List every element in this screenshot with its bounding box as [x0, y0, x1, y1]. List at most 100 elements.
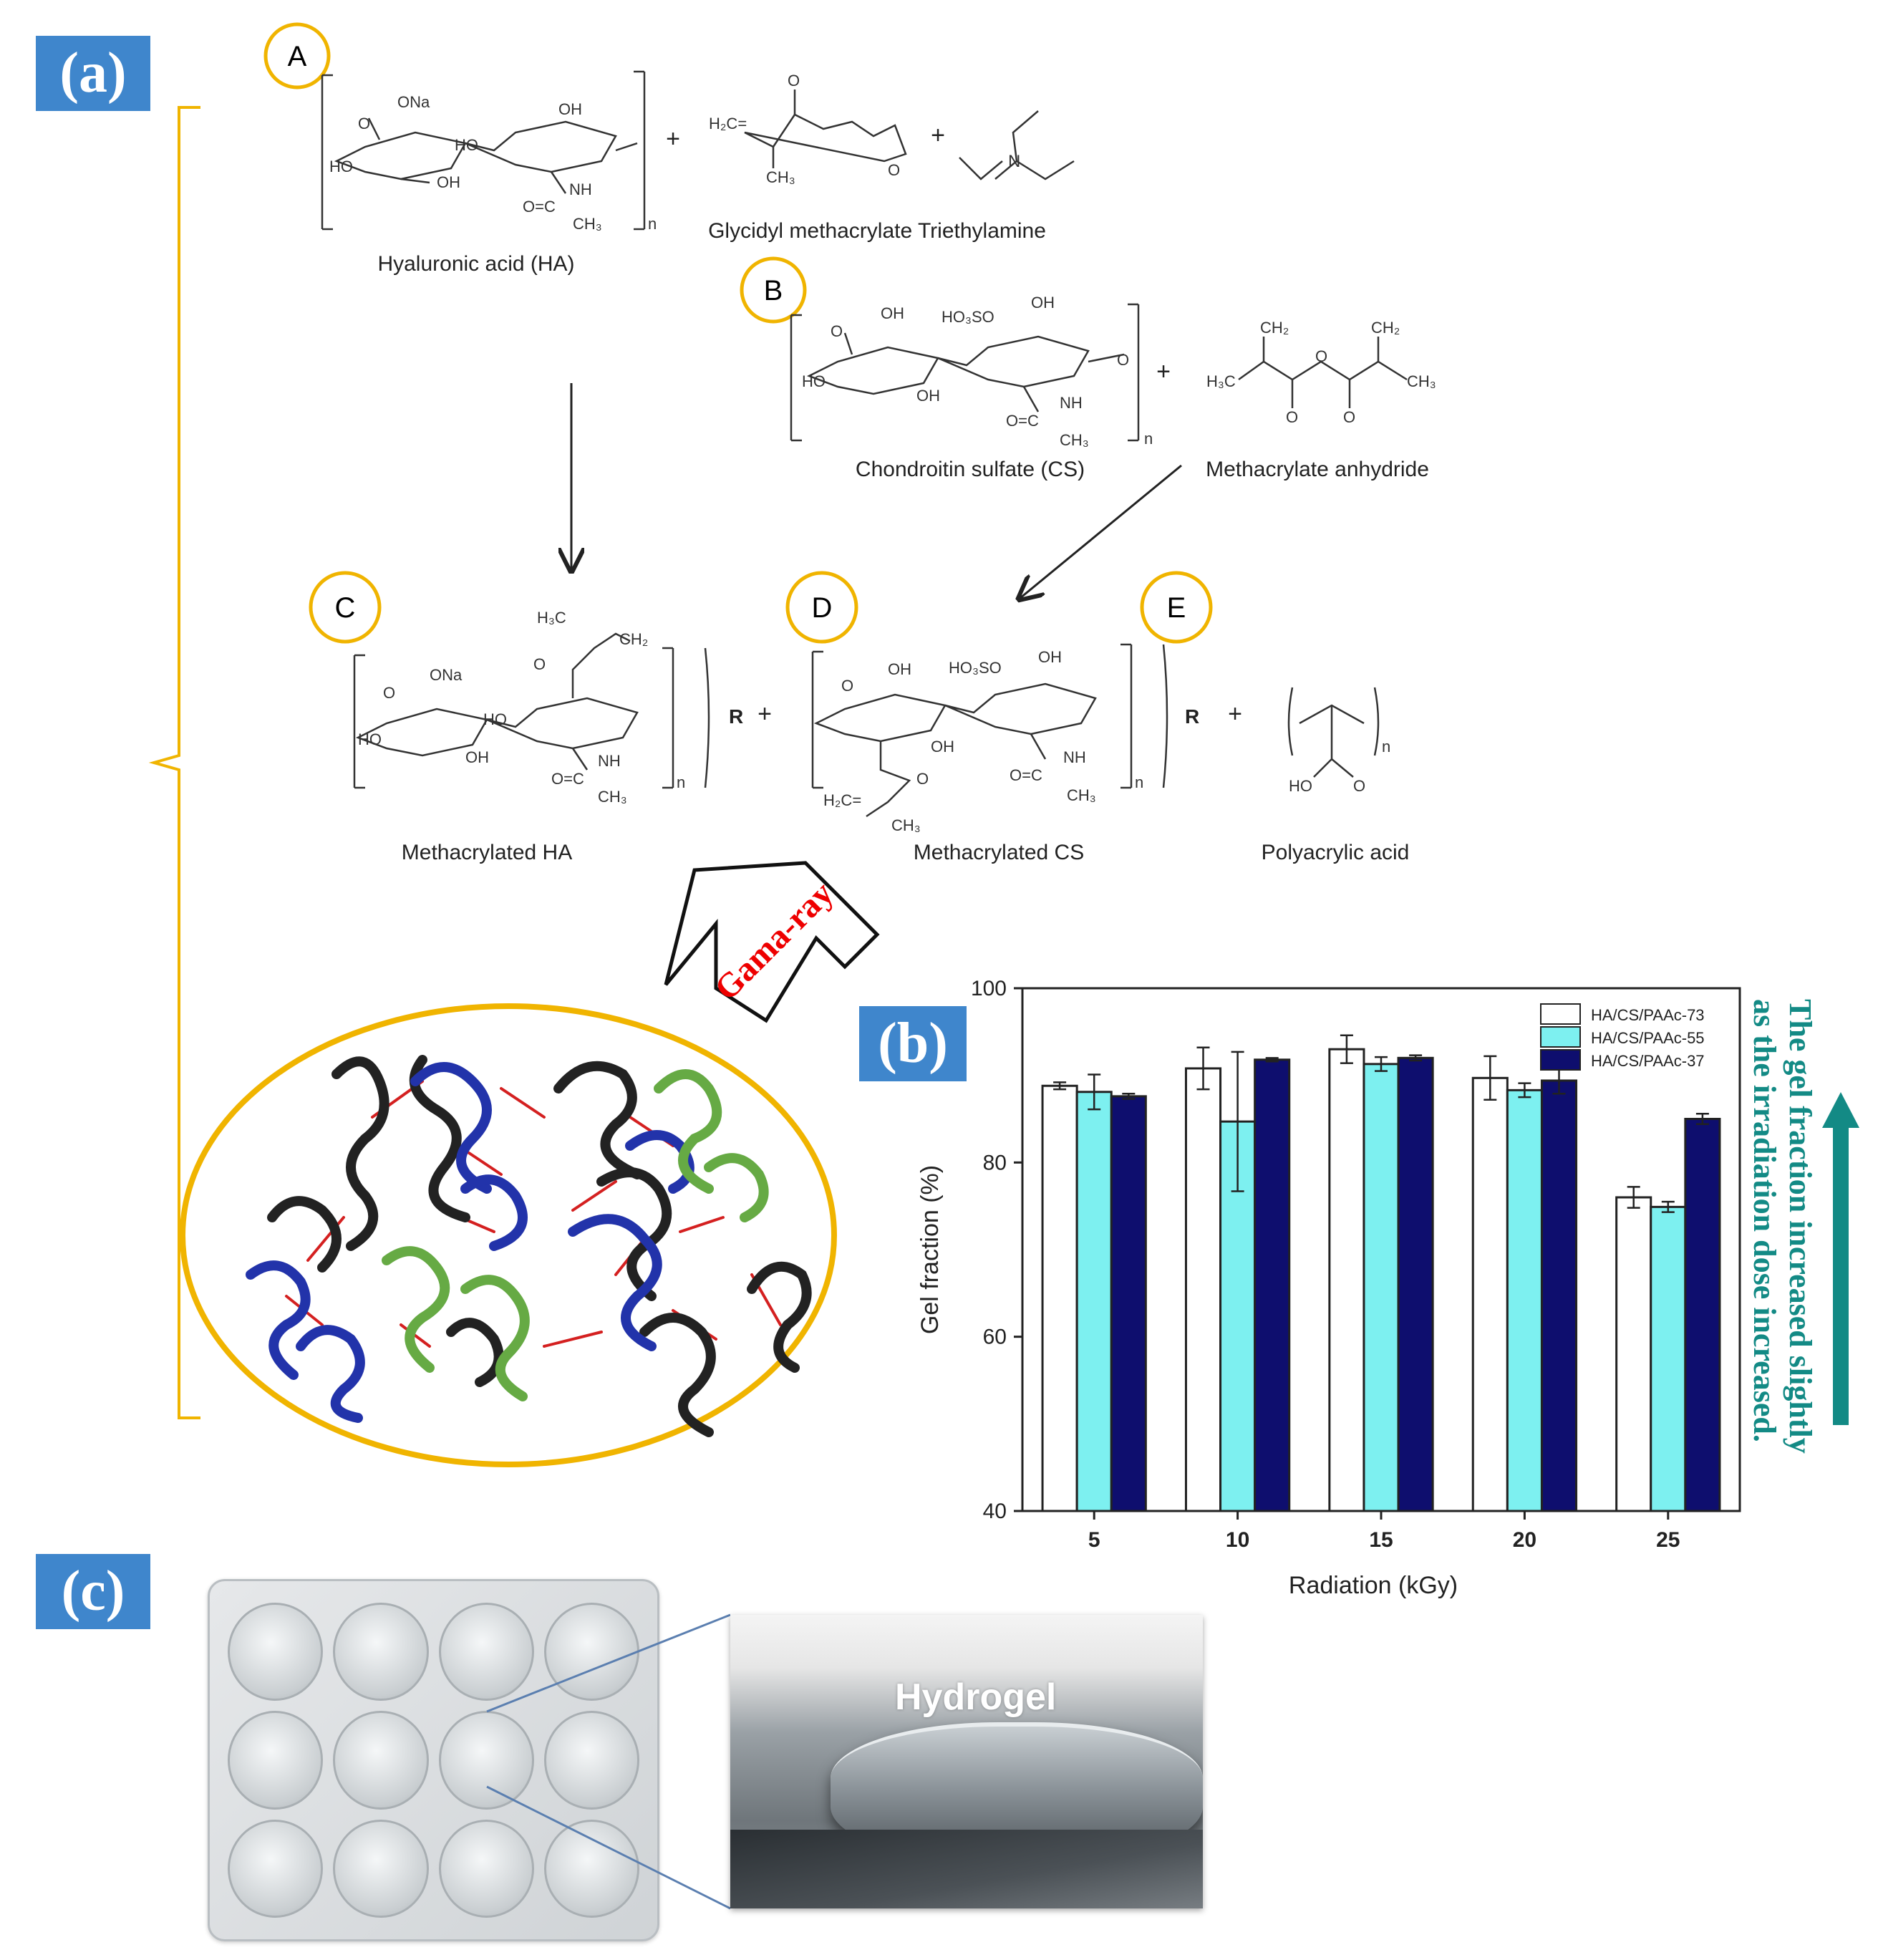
scheme-bracket — [148, 106, 200, 1419]
panel-label-c: (c) — [36, 1554, 150, 1629]
atom-label: O — [1353, 777, 1365, 795]
atom-label: O — [888, 161, 900, 179]
atom-label: HO — [483, 710, 507, 728]
atom-label: O — [841, 677, 853, 695]
hydrogel-closeup-photo: Hydrogel — [730, 1615, 1203, 1908]
atom-label: n — [1135, 773, 1143, 791]
atom-label: HO — [802, 372, 826, 390]
atom-label: NH — [1063, 748, 1086, 766]
anhydride-label: Methacrylate anhydride — [1206, 458, 1429, 481]
atom-label: HO₃SO — [949, 659, 1002, 677]
well — [543, 1711, 639, 1810]
atom-label: CH₃ — [1407, 372, 1436, 390]
atom-label: HO — [455, 136, 478, 154]
well — [228, 1711, 324, 1810]
atom-label: O — [533, 655, 546, 673]
marker-c: C — [309, 571, 382, 644]
svg-text:A: A — [288, 41, 307, 72]
atom-label: OH — [1038, 648, 1062, 666]
atom-label: H₃C — [537, 609, 566, 627]
atom-label: OH — [916, 387, 940, 405]
cs-label: Chondroitin sulfate (CS) — [856, 458, 1085, 481]
atom-label: CH₂ — [1260, 319, 1289, 337]
atom-label: O — [383, 684, 395, 702]
hydrogel-label: Hydrogel — [895, 1676, 1057, 1718]
reaction-arrow — [1020, 464, 1182, 598]
methacrylated-cs-structure — [811, 643, 1168, 818]
atom-label: R — [1185, 705, 1199, 728]
atom-label: HO — [358, 730, 382, 748]
atom-label: R — [729, 705, 743, 728]
atom-label: HO — [1289, 777, 1312, 795]
paa-structure — [1287, 687, 1380, 778]
gma-structure — [744, 90, 907, 168]
ha-label: Hyaluronic acid (HA) — [377, 252, 574, 276]
atom-label: O — [1315, 347, 1327, 365]
well — [543, 1819, 639, 1918]
ha-structure — [321, 70, 646, 231]
atom-label: H₃C — [1206, 372, 1236, 390]
well-plate-photo — [208, 1579, 659, 1941]
atom-label: O — [1286, 408, 1298, 426]
atom-label: OH — [931, 738, 954, 755]
atom-label: OH — [888, 660, 911, 678]
atom-label: CH₃ — [573, 215, 602, 233]
polymer-network — [246, 1055, 812, 1437]
atom-label: n — [1382, 738, 1390, 755]
atom-label: n — [648, 215, 657, 233]
atom-label: ONa — [397, 93, 430, 111]
atom-label: ONa — [430, 666, 463, 684]
atom-label: OH — [881, 304, 904, 322]
atom-label: O=C — [551, 770, 584, 788]
atom-label: H₂C= — [823, 791, 861, 809]
marker-a: A — [263, 22, 331, 90]
atom-label: HO₃SO — [942, 308, 994, 326]
methacrylated-ha-structure — [353, 632, 710, 789]
atom-label: O=C — [523, 198, 556, 216]
svg-text:B: B — [764, 275, 783, 306]
atom-label: CH₃ — [1060, 431, 1089, 449]
atom-label: NH — [1060, 394, 1083, 412]
well — [438, 1603, 534, 1701]
atom-label: CH₃ — [891, 816, 921, 834]
atom-label: OH — [437, 173, 460, 191]
atom-label: O — [916, 770, 929, 788]
gamma-ray-arrow — [664, 861, 880, 1023]
plus-sign: + — [758, 700, 772, 728]
atom-label: NH — [569, 180, 592, 198]
atom-label: n — [1144, 430, 1153, 448]
atom-label: OH — [558, 100, 582, 118]
atom-label: O — [788, 72, 800, 90]
marker-d: D — [785, 571, 858, 644]
plus-sign: + — [1228, 700, 1242, 728]
well — [333, 1819, 429, 1918]
plus-sign: + — [666, 125, 680, 153]
atom-label: CH₂ — [1371, 319, 1400, 337]
atom-label: O — [358, 115, 370, 132]
atom-label: NH — [598, 752, 621, 770]
svg-text:C: C — [335, 592, 356, 624]
atom-label: CH₂ — [619, 630, 648, 648]
atom-label: HO — [329, 158, 353, 175]
well — [333, 1603, 429, 1701]
atom-label: O=C — [1010, 766, 1042, 784]
atom-label: OH — [1031, 294, 1055, 312]
svg-text:E: E — [1167, 592, 1186, 624]
methacrylated-ha-label: Methacrylated HA — [402, 841, 572, 864]
gma-tea-label: Glycidyl methacrylate Triethylamine — [708, 219, 1046, 243]
cs-structure — [790, 303, 1140, 442]
well — [333, 1711, 429, 1810]
anhydride-structure — [1238, 337, 1408, 408]
atom-label: O — [831, 322, 843, 340]
well — [228, 1819, 324, 1918]
plus-sign: + — [1156, 358, 1171, 385]
methacrylated-cs-label: Methacrylated CS — [914, 841, 1084, 864]
atom-label: CH₃ — [1067, 786, 1096, 804]
atom-label: n — [677, 773, 685, 791]
dark-surface — [730, 1830, 1203, 1908]
marker-e: E — [1140, 571, 1213, 644]
well-grid — [228, 1603, 639, 1918]
svg-text:D: D — [812, 592, 833, 624]
well — [438, 1711, 534, 1810]
